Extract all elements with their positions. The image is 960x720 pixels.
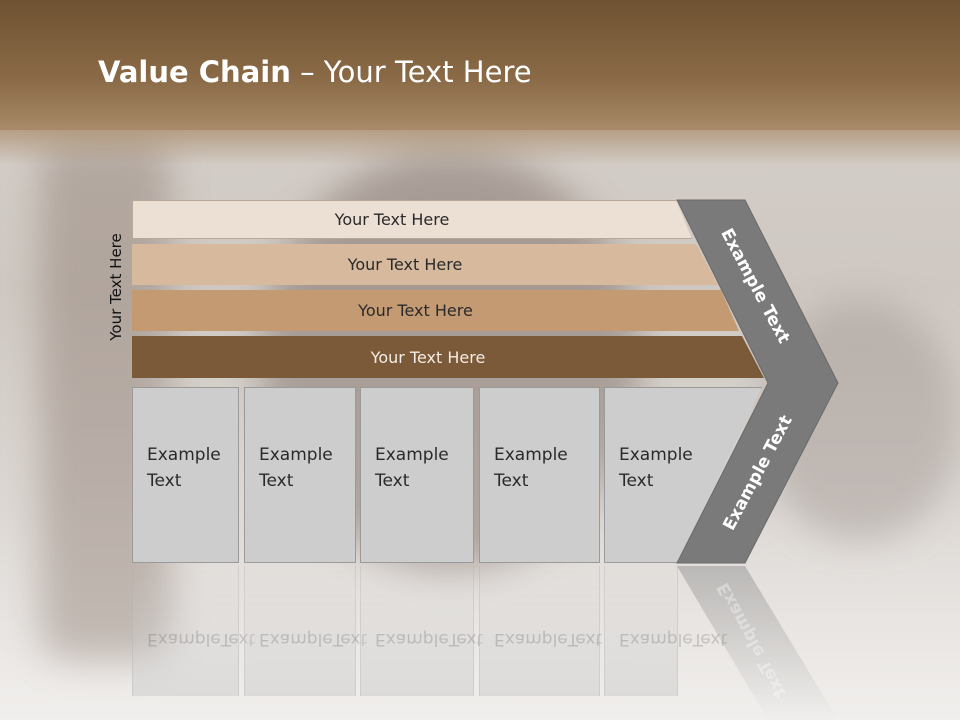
bar-2: Your Text Here [132, 244, 718, 285]
box-3-line2: Text [375, 471, 410, 491]
chevron-reflection [677, 566, 838, 720]
header-band [0, 0, 960, 130]
slide-title: Value Chain – Your Text Here [98, 55, 532, 89]
bar-3-label: Your Text Here [358, 301, 473, 320]
box-2-line2: Text [259, 471, 294, 491]
bar-1-label: Your Text Here [334, 210, 450, 229]
box-5-line1: Example [619, 445, 693, 465]
chevron-shape [676, 199, 839, 564]
header-fade [0, 125, 960, 165]
bar-1: Your Text Here [132, 200, 692, 239]
bar-4-label: Your Text Here [370, 347, 486, 367]
box-2-line1: Example [259, 445, 333, 465]
box-3-line1: Example [375, 445, 449, 465]
bar-2-label: Your Text Here [347, 255, 463, 274]
bar-4: Your Text Here [132, 336, 764, 378]
box-4-line1: Example [494, 445, 568, 465]
box-1-line2: Text [147, 471, 182, 491]
box-5-line2: Text [619, 471, 654, 491]
title-bold: Value Chain [98, 55, 291, 89]
box-1-line1: Example [147, 445, 221, 465]
title-rest: – Your Text Here [290, 55, 532, 89]
box-4-line2: Text [494, 471, 529, 491]
bar-3: Your Text Here [132, 290, 739, 331]
